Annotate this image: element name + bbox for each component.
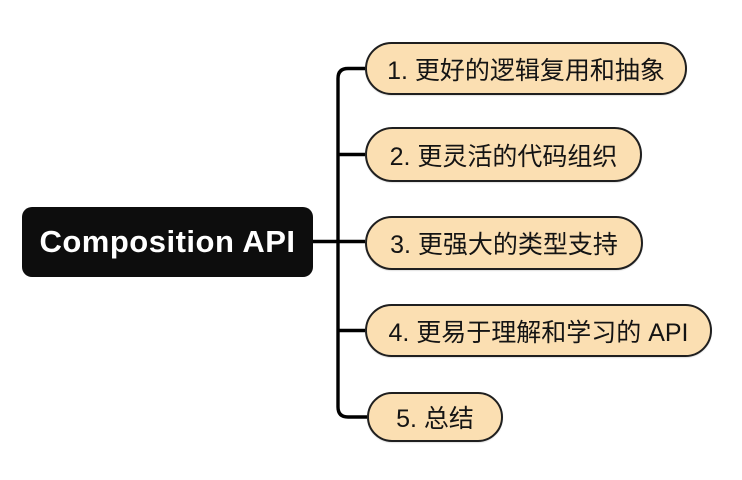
- root-node-composition-api[interactable]: Composition API: [22, 207, 313, 277]
- branch-node-5[interactable]: 5. 总结: [367, 392, 503, 442]
- branch-node-4[interactable]: 4. 更易于理解和学习的 API: [365, 304, 712, 357]
- connector-trunk: [336, 66, 367, 419]
- branch-node-1[interactable]: 1. 更好的逻辑复用和抽象: [365, 42, 687, 95]
- branch-node-2[interactable]: 2. 更灵活的代码组织: [365, 127, 642, 182]
- branch-node-3[interactable]: 3. 更强大的类型支持: [365, 216, 643, 270]
